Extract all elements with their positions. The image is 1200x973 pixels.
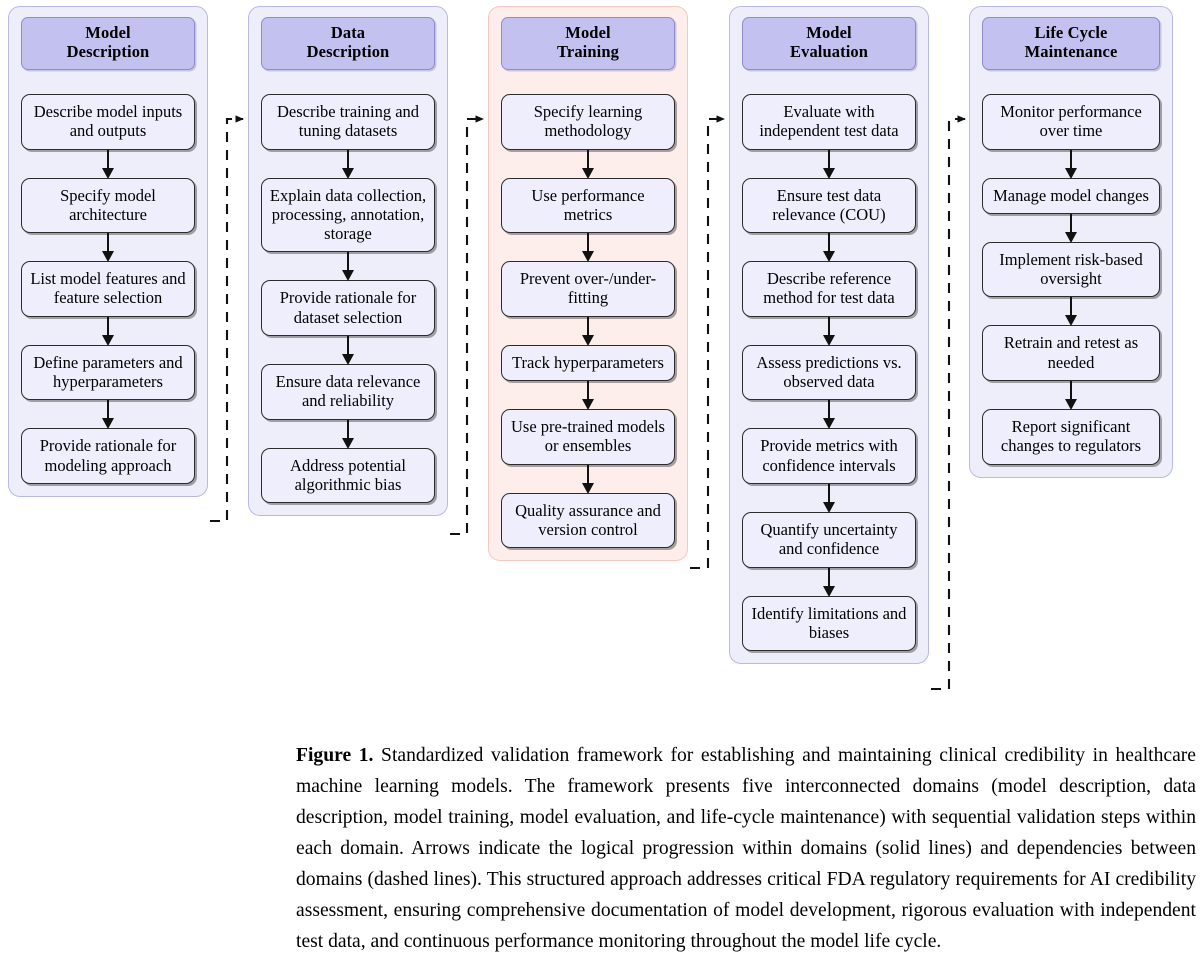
column-header-data-description: Data Description	[261, 17, 435, 70]
step-box[interactable]: Address potential algorithmic bias	[261, 447, 435, 504]
flow-arrow-down-icon	[822, 316, 836, 346]
connector-model-training-to-model-evaluation	[690, 115, 725, 570]
flow-arrow-down-icon	[822, 233, 836, 263]
step-box[interactable]: Retrain and retest as needed	[982, 325, 1160, 382]
figure-caption: Figure 1. Standardized validation framew…	[296, 740, 1196, 957]
flow-arrow-down-icon	[822, 149, 836, 179]
step-list-model-evaluation: Evaluate with independent test data Ensu…	[742, 70, 916, 652]
step-box[interactable]: Track hyperparameters	[501, 344, 675, 382]
flow-arrow-down-icon	[822, 567, 836, 597]
flow-arrow-down-icon	[341, 252, 355, 282]
column-title-line2: Evaluation	[789, 41, 869, 61]
caption-label: Figure 1.	[296, 745, 374, 766]
column-header-model-evaluation: Model Evaluation	[742, 17, 916, 70]
flow-arrow-down-icon	[581, 316, 595, 346]
step-box[interactable]: Prevent over-/under-fitting	[501, 261, 675, 317]
step-box[interactable]: Report significant changes to regulators	[982, 409, 1160, 465]
step-box[interactable]: Quality assurance and version control	[501, 492, 675, 549]
step-box[interactable]: Provide rationale for modeling approach	[21, 428, 195, 484]
step-box[interactable]: Provide rationale for dataset selection	[261, 280, 435, 337]
column-title-line1: Data	[330, 23, 366, 42]
step-box[interactable]: Quantify uncertainty and confidence	[742, 511, 916, 568]
connector-model-description-to-data-description	[210, 115, 244, 523]
step-box[interactable]: Ensure data relevance and reliability	[261, 364, 435, 420]
flow-arrow-down-icon	[341, 149, 355, 179]
flow-arrow-down-icon	[1064, 149, 1078, 179]
step-box[interactable]: List model features and feature selectio…	[21, 261, 195, 317]
flow-arrow-down-icon	[581, 233, 595, 263]
column-title-line2: Maintenance	[1024, 41, 1118, 61]
column-title-line1: Model	[565, 23, 611, 42]
spacer-header-gap	[822, 70, 836, 94]
flow-arrow-down-icon	[1064, 297, 1078, 327]
step-list-data-description: Describe training and tuning datasets Ex…	[261, 70, 435, 504]
spacer-header-gap	[341, 70, 355, 94]
step-list-model-description: Describe model inputs and outputs Specif…	[21, 70, 195, 484]
step-box[interactable]: Identify limitations and biases	[742, 595, 916, 652]
step-box[interactable]: Describe training and tuning datasets	[261, 93, 435, 150]
step-box[interactable]: Use performance metrics	[501, 177, 675, 234]
column-title-line1: Life Cycle	[1034, 23, 1108, 42]
step-box[interactable]: Implement risk-based oversight	[982, 241, 1160, 298]
step-box[interactable]: Provide metrics with confidence interval…	[742, 428, 916, 484]
column-header-model-description: Model Description	[21, 17, 195, 70]
flow-arrow-down-icon	[1064, 381, 1078, 411]
connector-data-description-to-model-training	[450, 115, 484, 536]
flow-arrow-down-icon	[341, 336, 355, 366]
flow-arrow-down-icon	[101, 400, 115, 430]
column-title-line1: Model	[85, 23, 131, 42]
connector-model-evaluation-to-life-cycle-maintenance	[931, 115, 966, 691]
domain-column-model-training: Model Training Specify learning methodol…	[488, 6, 688, 562]
column-title-line1: Model	[806, 23, 852, 42]
column-title-line2: Description	[66, 41, 150, 61]
domain-column-data-description: Data Description Describe training and t…	[248, 6, 448, 517]
step-box[interactable]: Use pre-trained models or ensembles	[501, 409, 675, 465]
flow-arrow-down-icon	[581, 381, 595, 411]
column-title-line2: Description	[306, 41, 390, 61]
step-box[interactable]: Evaluate with independent test data	[742, 93, 916, 150]
domain-column-life-cycle-maintenance: Life Cycle Maintenance Monitor performan…	[969, 6, 1173, 478]
domain-column-model-evaluation: Model Evaluation Evaluate with independe…	[729, 6, 929, 665]
figure-diagram: Model Description Describe model inputs …	[8, 6, 1173, 691]
step-box[interactable]: Describe reference method for test data	[742, 261, 916, 317]
flow-arrow-down-icon	[101, 233, 115, 263]
step-box[interactable]: Describe model inputs and outputs	[21, 93, 195, 150]
flow-arrow-down-icon	[101, 316, 115, 346]
spacer-header-gap	[101, 70, 115, 94]
step-list-life-cycle-maintenance: Monitor performance over time Manage mod…	[982, 70, 1160, 465]
step-box[interactable]: Specify learning methodology	[501, 93, 675, 150]
flow-arrow-down-icon	[341, 419, 355, 449]
step-box[interactable]: Specify model architecture	[21, 177, 195, 234]
step-box[interactable]: Manage model changes	[982, 177, 1160, 214]
column-header-model-training: Model Training	[501, 17, 675, 70]
flow-arrow-down-icon	[101, 149, 115, 179]
caption-text: Standardized validation framework for es…	[296, 745, 1196, 952]
flow-arrow-down-icon	[581, 464, 595, 494]
domain-column-model-description: Model Description Describe model inputs …	[8, 6, 208, 497]
step-box[interactable]: Explain data collection, processing, ann…	[261, 177, 435, 253]
column-header-life-cycle-maintenance: Life Cycle Maintenance	[982, 17, 1160, 70]
flow-arrow-down-icon	[822, 483, 836, 513]
column-title-line2: Training	[557, 41, 619, 61]
flow-arrow-down-icon	[822, 400, 836, 430]
step-list-model-training: Specify learning methodology Use perform…	[501, 70, 675, 549]
step-box[interactable]: Assess predictions vs. observed data	[742, 344, 916, 401]
step-box[interactable]: Ensure test data relevance (COU)	[742, 177, 916, 234]
spacer-header-gap	[1064, 70, 1078, 94]
step-box[interactable]: Monitor performance over time	[982, 93, 1160, 150]
step-box[interactable]: Define parameters and hyperparameters	[21, 344, 195, 401]
flow-arrow-down-icon	[581, 149, 595, 179]
spacer-header-gap	[581, 70, 595, 94]
flow-arrow-down-icon	[1064, 213, 1078, 243]
